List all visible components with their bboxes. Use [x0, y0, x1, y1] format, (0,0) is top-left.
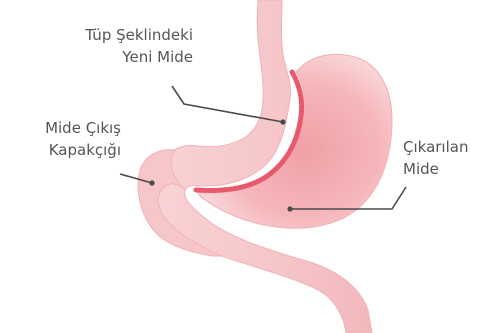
label-removed-stomach-line1: Çıkarılan	[403, 136, 468, 158]
label-removed-stomach-line2: Mide	[403, 158, 468, 180]
label-pylorus-line2: Kapakçığı	[45, 139, 121, 161]
label-tube-stomach-line1: Tüp Şeklindeki	[85, 24, 193, 46]
leader-dot-tube	[280, 119, 285, 124]
label-pylorus: Mide Çıkış Kapakçığı	[45, 117, 121, 161]
label-removed-stomach: Çıkarılan Mide	[403, 136, 468, 180]
leader-dot-pylorus	[149, 180, 154, 185]
label-tube-stomach-line2: Yeni Mide	[85, 46, 193, 68]
label-tube-stomach: Tüp Şeklindeki Yeni Mide	[85, 24, 193, 68]
label-pylorus-line1: Mide Çıkış	[45, 117, 121, 139]
leader-dot-removed	[287, 206, 292, 211]
